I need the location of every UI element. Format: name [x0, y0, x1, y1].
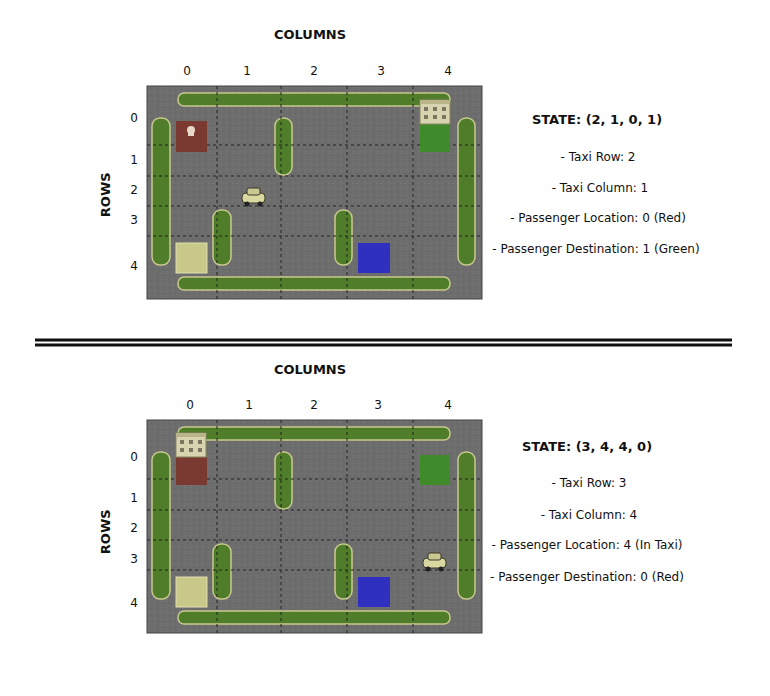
axis-number: 1: [243, 64, 251, 78]
axis-number: 1: [245, 398, 253, 412]
state-detail: - Taxi Column: 4: [541, 508, 638, 522]
axis-title: COLUMNS: [274, 27, 346, 43]
axis-number: 2: [130, 183, 138, 197]
axis-number: 3: [377, 64, 385, 78]
axis-number: 0: [130, 450, 138, 464]
state-detail: - Passenger Location: 4 (In Taxi): [492, 538, 683, 552]
axis-title: ROWS: [97, 510, 113, 555]
axis-number: 3: [130, 552, 138, 566]
state-detail: - Passenger Location: 0 (Red): [510, 211, 686, 225]
state-heading: STATE: (3, 4, 4, 0): [522, 439, 652, 455]
axis-number: 1: [130, 491, 138, 505]
axis-number: 4: [130, 596, 138, 610]
axis-number: 3: [374, 398, 382, 412]
axis-number: 0: [186, 398, 194, 412]
axis-number: 1: [130, 153, 138, 167]
axis-number: 0: [183, 64, 191, 78]
axis-title: ROWS: [97, 173, 113, 218]
state-detail: - Taxi Row: 3: [552, 476, 627, 490]
axis-number: 4: [130, 259, 138, 273]
axis-number: 2: [310, 64, 318, 78]
axis-number: 4: [444, 64, 452, 78]
state-heading: STATE: (2, 1, 0, 1): [532, 112, 662, 128]
state-detail: - Passenger Destination: 0 (Red): [490, 570, 684, 584]
axis-number: 2: [310, 398, 318, 412]
axis-title: COLUMNS: [274, 362, 346, 378]
axis-number: 4: [444, 398, 452, 412]
axis-number: 3: [130, 213, 138, 227]
state-detail: - Taxi Column: 1: [552, 181, 649, 195]
state-detail: - Passenger Destination: 1 (Green): [492, 242, 699, 256]
state-detail: - Taxi Row: 2: [561, 150, 636, 164]
axis-number: 0: [130, 111, 138, 125]
axis-number: 2: [130, 521, 138, 535]
